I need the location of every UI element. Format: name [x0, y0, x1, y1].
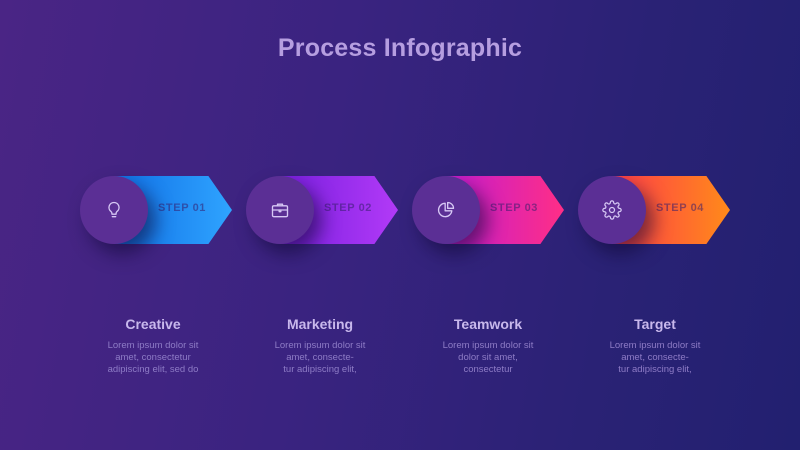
step-2-label: STEP 02: [324, 202, 373, 214]
step-2-description: Lorem ipsum dolor sit amet, consecte- tu…: [274, 340, 366, 375]
pie-chart-icon: [437, 201, 455, 218]
step-1-description: Lorem ipsum dolor sit amet, consectetur …: [107, 340, 199, 375]
step-4-title: Target: [634, 316, 676, 332]
step-1-circle: [80, 176, 148, 244]
briefcase-icon: [271, 203, 289, 218]
step-1: STEP 01: [80, 176, 232, 244]
step-1-info: Creative Lorem ipsum dolor sit amet, con…: [78, 316, 228, 376]
step-2: STEP 02: [246, 176, 398, 244]
gear-icon: [602, 200, 622, 220]
step-3-circle: [412, 176, 480, 244]
step-4-label: STEP 04: [656, 202, 705, 214]
step-1-title: Creative: [125, 316, 181, 332]
step-4-circle: [578, 176, 646, 244]
step-4: STEP 04: [578, 176, 730, 244]
step-3: STEP 03: [412, 176, 564, 244]
step-2-title: Marketing: [286, 316, 354, 332]
step-4-info: Target Lorem ipsum dolor sit amet, conse…: [580, 316, 730, 376]
step-2-circle: [246, 176, 314, 244]
step-3-description: Lorem ipsum dolor sit dolor sit amet, co…: [442, 340, 534, 375]
lightbulb-icon: [108, 201, 120, 218]
infographic-title: Process Infographic: [277, 34, 523, 62]
step-3-info: Teamwork Lorem ipsum dolor sit dolor sit…: [413, 316, 563, 376]
step-4-description: Lorem ipsum dolor sit amet, consecte- tu…: [609, 340, 701, 375]
step-3-title: Teamwork: [453, 316, 523, 332]
step-1-label: STEP 01: [158, 202, 207, 214]
step-3-label: STEP 03: [490, 202, 539, 214]
step-2-info: Marketing Lorem ipsum dolor sit amet, co…: [245, 316, 395, 376]
